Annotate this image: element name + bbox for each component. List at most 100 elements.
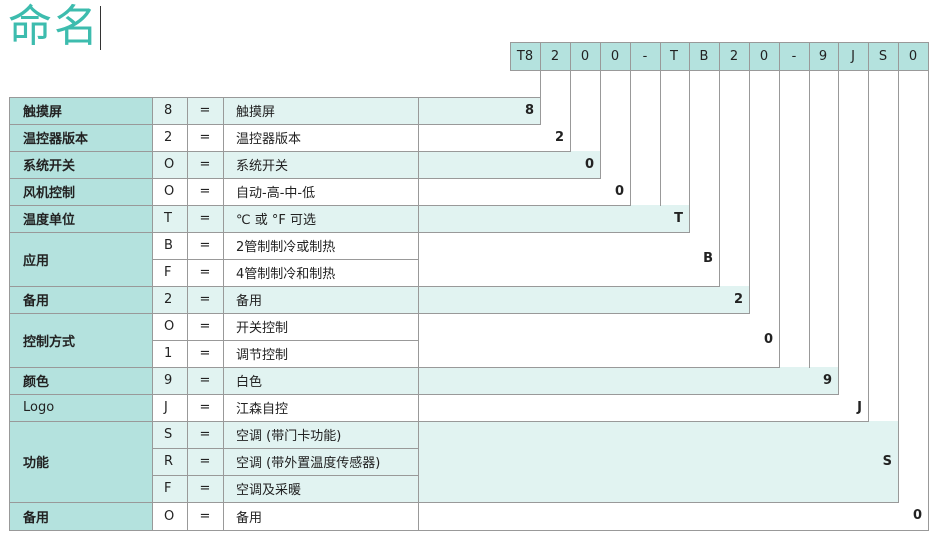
equals-sign: = — [187, 178, 223, 205]
grid-line — [600, 42, 601, 179]
code-area — [418, 97, 540, 124]
code-header-char: B — [689, 42, 719, 70]
category-label: 应用 — [9, 232, 152, 286]
option-value: R — [152, 448, 187, 475]
code-char-result: 9 — [822, 372, 832, 388]
option-description: 空调及采暖 — [223, 475, 418, 502]
grid-line — [418, 97, 419, 531]
code-area — [418, 232, 719, 286]
page-title: 命名 — [8, 1, 100, 52]
grid-line — [570, 42, 571, 152]
equals-sign: = — [187, 502, 223, 530]
grid-line — [749, 42, 750, 314]
category-label: 系统开关 — [9, 151, 152, 178]
option-description: 备用 — [223, 286, 418, 313]
code-header-char: 2 — [540, 42, 570, 70]
option-value: 9 — [152, 367, 187, 394]
category-label: 控制方式 — [9, 313, 152, 367]
option-value: O — [152, 178, 187, 205]
code-area — [418, 286, 749, 313]
grid-line — [223, 97, 224, 531]
option-value: F — [152, 475, 187, 502]
code-header-char: 0 — [898, 42, 928, 70]
code-area — [418, 502, 928, 530]
equals-sign: = — [187, 97, 223, 124]
equals-sign: = — [187, 124, 223, 151]
grid-line — [898, 42, 899, 503]
equals-sign: = — [187, 421, 223, 448]
equals-sign: = — [187, 367, 223, 394]
option-description: 自动-高-中-低 — [223, 178, 418, 205]
code-header-char: 0 — [570, 42, 600, 70]
category-label: 备用 — [9, 286, 152, 313]
grid-line — [868, 42, 869, 422]
equals-sign: = — [187, 448, 223, 475]
option-value: S — [152, 421, 187, 448]
grid-line — [630, 42, 631, 206]
category-label: 温控器版本 — [9, 124, 152, 151]
grid-line — [9, 394, 839, 395]
category-label: 颜色 — [9, 367, 152, 394]
option-value: 8 — [152, 97, 187, 124]
code-char-result: S — [882, 453, 892, 469]
grid-line — [152, 448, 419, 449]
code-char-result: 8 — [524, 102, 534, 118]
code-header-char: - — [779, 42, 809, 70]
option-description: 系统开关 — [223, 151, 418, 178]
option-description: 白色 — [223, 367, 418, 394]
code-char-result: 0 — [614, 183, 624, 199]
category-label: 风机控制 — [9, 178, 152, 205]
code-header-char: - — [630, 42, 660, 70]
code-area — [418, 178, 630, 205]
equals-sign: = — [187, 232, 223, 259]
equals-sign: = — [187, 475, 223, 502]
grid-line — [689, 42, 690, 233]
code-char-result: 0 — [912, 508, 922, 523]
grid-line — [9, 286, 720, 287]
grid-line — [9, 530, 929, 531]
grid-line — [9, 313, 750, 314]
equals-sign: = — [187, 286, 223, 313]
option-value: O — [152, 313, 187, 340]
category-label: 触摸屏 — [9, 97, 152, 124]
code-char-result: 2 — [554, 129, 564, 145]
category-label: 温度单位 — [9, 205, 152, 232]
grid-line — [9, 97, 10, 531]
option-value: 2 — [152, 124, 187, 151]
option-value: 2 — [152, 286, 187, 313]
option-value: F — [152, 259, 187, 286]
option-description: ℃ 或 °F 可选 — [223, 205, 418, 232]
code-area — [418, 367, 838, 394]
option-value: O — [152, 502, 187, 530]
grid-line — [660, 42, 661, 206]
text-cursor — [100, 6, 101, 50]
grid-line — [9, 97, 541, 98]
grid-line — [152, 340, 419, 341]
category-label: Logo — [9, 394, 152, 421]
code-area — [418, 205, 689, 232]
grid-line — [9, 124, 541, 125]
code-header-char: 2 — [719, 42, 749, 70]
grid-line — [9, 232, 690, 233]
option-value: T — [152, 205, 187, 232]
equals-sign: = — [187, 313, 223, 340]
grid-line — [510, 42, 511, 71]
code-area — [418, 394, 868, 421]
equals-sign: = — [187, 259, 223, 286]
grid-line — [779, 42, 780, 368]
code-area — [418, 151, 600, 178]
grid-line — [9, 178, 601, 179]
option-description: 触摸屏 — [223, 97, 418, 124]
code-char-result: J — [857, 399, 862, 415]
code-header-char: T — [659, 42, 689, 70]
code-header-char: 0 — [600, 42, 630, 70]
grid-line — [540, 42, 541, 125]
category-label: 备用 — [9, 502, 152, 530]
equals-sign: = — [187, 205, 223, 232]
option-description: 开关控制 — [223, 313, 418, 340]
grid-line — [152, 97, 153, 531]
option-value: 1 — [152, 340, 187, 367]
code-area — [418, 313, 779, 367]
equals-sign: = — [187, 394, 223, 421]
grid-line — [187, 97, 188, 531]
